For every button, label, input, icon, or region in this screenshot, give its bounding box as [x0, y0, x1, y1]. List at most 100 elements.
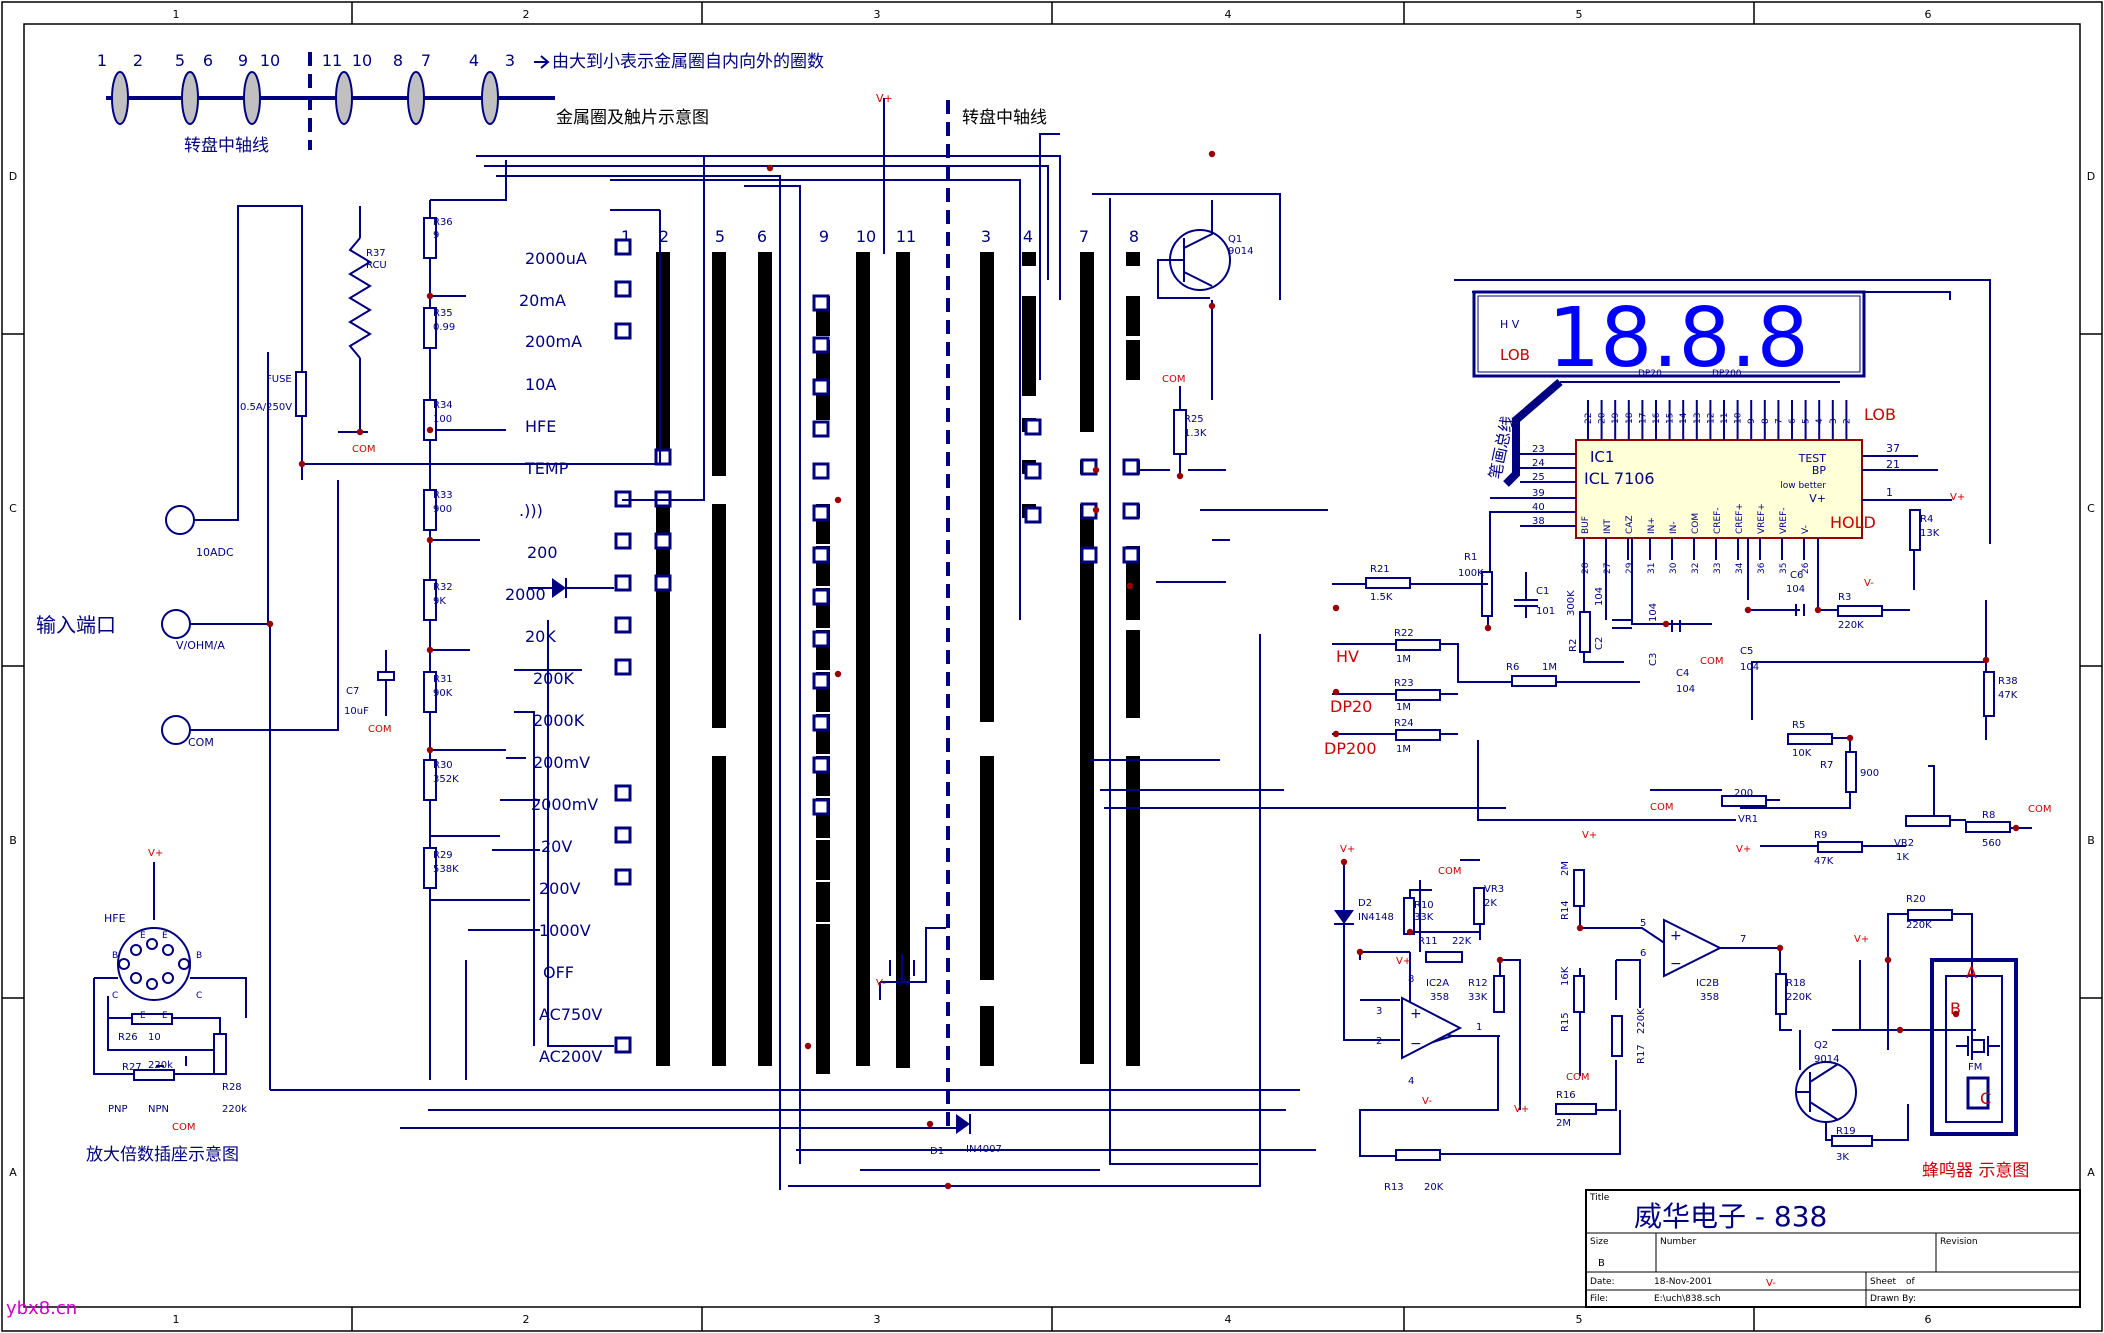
c4-label: C4 [1676, 668, 1689, 679]
switch-pad-small [1024, 418, 1042, 436]
switch-contact-strip [1022, 252, 1036, 266]
r27-value: 220k [148, 1060, 173, 1071]
r5-value: 10K [1792, 748, 1812, 759]
ic2-pin: 3 [1376, 1006, 1382, 1017]
switch-contact-strip [656, 252, 670, 452]
ic1-top-pin-number: 2 [1842, 418, 1852, 424]
switch-pad-small [614, 322, 632, 340]
ic1-top-pin-number: 8 [1761, 418, 1771, 424]
r31-label: R31 [433, 674, 453, 685]
ic2-pin: 1 [1476, 1022, 1482, 1033]
switch-contact-strip [1080, 252, 1094, 432]
ic1-top-pin-number: 19 [1611, 412, 1621, 424]
c2-value: 104 [1594, 587, 1605, 606]
r6-value: 1M [1542, 662, 1557, 673]
resistor-r26 [131, 1013, 173, 1025]
ic1-support: R21 1.5K R1 100K C1 101 R2 300K C2 104 C… [1324, 509, 2051, 867]
hfe-pin: B [196, 951, 202, 961]
switch-contact-strip [1126, 546, 1140, 620]
ic1-bottom-pin-name: INT [1603, 519, 1613, 534]
lcd-hv: H V [1500, 318, 1520, 331]
port-10adc[interactable] [165, 505, 195, 535]
c7-label: C7 [346, 686, 359, 697]
battery-label: 9V [896, 976, 911, 989]
ic2-pin: 5 [1640, 918, 1646, 929]
r32-label: R32 [433, 582, 453, 593]
switch-pad-small [614, 532, 632, 550]
switch-pad-small [614, 616, 632, 634]
column-markers: 1 2 3 4 5 6 1 2 3 4 5 6 D C B A D C B A [9, 8, 2095, 1326]
ic1-part: ICL 7106 [1584, 469, 1655, 488]
ic1-bottom-pin-name: CREF+ [1735, 503, 1745, 534]
lcd-digits: 18.8.8 [1548, 291, 1809, 386]
r16-value: 2M [1556, 1118, 1571, 1129]
hfe-pin-hole [130, 972, 142, 984]
ic1-left-pin: 38 [1532, 516, 1545, 527]
tb-of-label: of [1906, 1277, 1916, 1287]
ic1-top-pin-number: 9 [1747, 418, 1757, 424]
switch-pad-small [614, 238, 632, 256]
c7-value: 10uF [344, 706, 369, 717]
buzzer-com-2: COM [1566, 1072, 1589, 1083]
switch-wiring [269, 98, 1506, 1190]
junction-dot [1208, 302, 1216, 310]
port-vohm[interactable] [161, 609, 191, 639]
r22-label: R22 [1394, 628, 1414, 639]
resistor-r7 [1845, 751, 1857, 793]
r13-label: R13 [1384, 1182, 1404, 1193]
hfe-pin-hole [118, 958, 130, 970]
row-marker: C [2087, 502, 2095, 515]
range-label: AC750V [539, 1005, 602, 1024]
vr3-label: VR3 [1484, 884, 1504, 895]
r3-label: R3 [1838, 592, 1851, 603]
hfe-pin: E [162, 1011, 168, 1021]
r17-value: 220K [1636, 1008, 1647, 1034]
flag-dp200: DP200 [1324, 739, 1377, 758]
buzzer-terminal-a: A [1966, 963, 1977, 982]
column-number: 6 [757, 227, 767, 246]
col-marker: 5 [1576, 8, 1583, 21]
col-marker: 6 [1925, 1313, 1932, 1326]
range-label: 2000 [505, 585, 546, 604]
r16-label: R16 [1556, 1090, 1576, 1101]
ring-number: 1 [97, 51, 107, 70]
c7-com: COM [368, 724, 391, 735]
buzzer-vplus-3: V+ [1514, 1104, 1529, 1115]
ic2a-value: 358 [1430, 992, 1449, 1003]
hfe-pnp: PNP [108, 1104, 128, 1115]
switch-contact-strip [1126, 340, 1140, 380]
r37-value: RCU [366, 260, 387, 271]
resistor-r15 [1573, 975, 1585, 1013]
switch-contact-strip [1126, 296, 1140, 336]
r15-value: 16K [1560, 966, 1571, 986]
hfe-pin: E [162, 931, 168, 941]
port-com[interactable] [161, 715, 191, 745]
switch-pad-small [812, 672, 830, 690]
opamp-ic2a [1401, 996, 1463, 1060]
r35-value: 0.99 [433, 322, 455, 333]
buzzer-com: COM [1438, 866, 1461, 877]
ic1-com-3: COM [2028, 804, 2051, 815]
resistor-r18 [1775, 973, 1787, 1015]
junction-dot [1662, 620, 1670, 628]
tb-file: E:\uch\838.sch [1654, 1294, 1721, 1304]
d2-label: D2 [1358, 898, 1372, 909]
d1-value: IN4007 [966, 1144, 1002, 1155]
battery-group: 9V V- D1 IN4007 [876, 927, 1002, 1157]
ic1-bottom-pin-name: CREF- [1713, 507, 1723, 534]
switch-pad-small [812, 588, 830, 606]
r28-value: 220k [222, 1104, 247, 1115]
junction-dot [1846, 734, 1854, 742]
r31-value: 90K [433, 688, 453, 699]
r19-value: 3K [1836, 1152, 1849, 1163]
resistor-r36 [423, 217, 437, 259]
r15-label: R15 [1560, 1012, 1571, 1032]
switch-contact-strip [1126, 756, 1140, 1066]
ic1-top-pin-number: 20 [1598, 412, 1608, 424]
switch-pad-small [614, 1036, 632, 1054]
col-marker: 1 [173, 1313, 180, 1326]
switch-pad-small [812, 504, 830, 522]
ic1-right-name: BP [1812, 464, 1827, 477]
